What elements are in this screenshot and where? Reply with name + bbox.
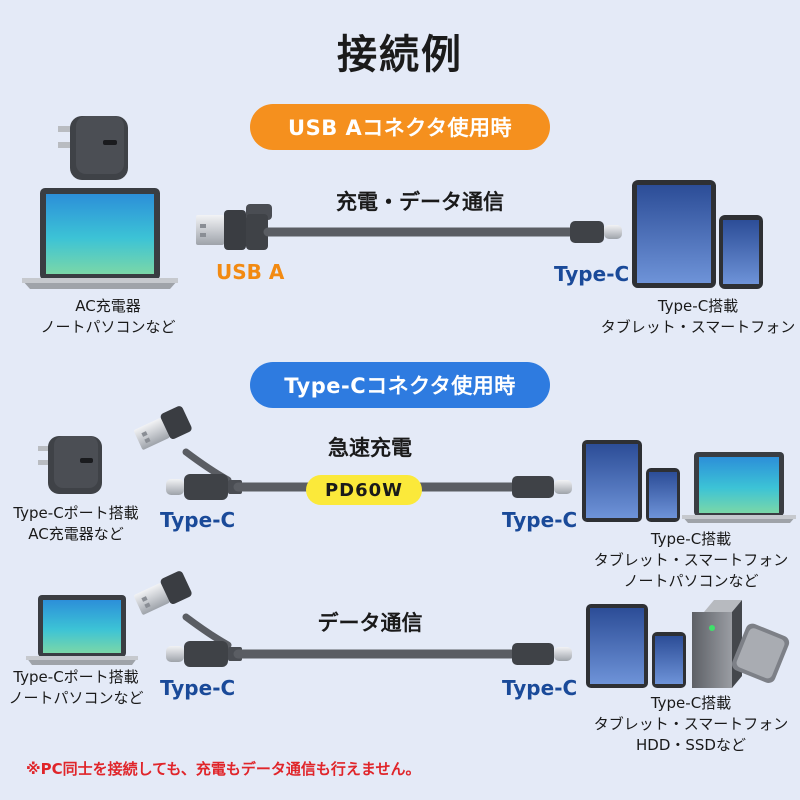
type-c-section-pill: Type-Cコネクタ使用時 (250, 362, 550, 408)
caption-line: Type-C搭載 (650, 530, 732, 548)
caption-line: ノートパソコンなど (40, 318, 176, 336)
caption-line: Type-C搭載 (657, 297, 739, 315)
caption-line: タブレット・スマートフォン (593, 715, 789, 733)
pd60w-badge: PD60W (306, 475, 422, 505)
caption-line: ノートパソコンなど (623, 572, 759, 590)
caption-line: Type-Cポート搭載 (13, 504, 139, 522)
laptop-icon (26, 595, 138, 665)
caption-line: ノートパソコンなど (8, 689, 144, 707)
tablet-icon (632, 180, 716, 288)
type-c-connector-label: Type-C (502, 676, 578, 700)
ac-charger-icon (58, 116, 128, 180)
type-c-plug-icon (512, 643, 572, 665)
type-c-connector-label: Type-C (160, 676, 236, 700)
ssd-icon (731, 623, 790, 683)
caption-line: Type-Cポート搭載 (13, 668, 139, 686)
caption-line: HDD・SSDなど (636, 736, 746, 754)
usb-a-connector-label: USB A (216, 260, 285, 284)
charger-caption: Type-Cポート搭載 AC充電器など (0, 503, 152, 545)
smartphone-icon (719, 215, 763, 289)
caption-line: AC充電器など (28, 525, 124, 543)
caption-line: タブレット・スマートフォン (593, 551, 789, 569)
laptop-icon (22, 188, 178, 289)
smartphone-icon (652, 632, 686, 688)
cable-title-fast-charge: 急速充電 (328, 436, 412, 460)
usb-a-plug-icon (196, 204, 272, 250)
ac-charger-icon (38, 436, 102, 494)
type-c-connector-label: Type-C (554, 262, 630, 286)
caption-line: AC充電器 (75, 297, 141, 315)
laptop-caption: Type-Cポート搭載 ノートパソコンなど (0, 667, 152, 709)
cable-title-data: データ通信 (317, 611, 423, 635)
caption-line: タブレット・スマートフォン (600, 318, 796, 336)
devices-caption: Type-C搭載 タブレット・スマートフォン HDD・SSDなど (584, 693, 798, 756)
hdd-icon (692, 600, 742, 688)
warning-note: ※PC同士を接続しても、充電もデータ通信も行えません。 (26, 760, 421, 778)
tablet-icon (586, 604, 648, 688)
type-c-connector-label: Type-C (160, 508, 236, 532)
tablet-icon (582, 440, 642, 522)
page-title: 接続例 (337, 32, 463, 78)
devices-caption: Type-C搭載 タブレット・スマートフォン ノートパソコンなど (584, 529, 798, 592)
type-c-plug-icon (570, 221, 622, 243)
caption-line: Type-C搭載 (650, 694, 732, 712)
tablet-caption: Type-C搭載 タブレット・スマートフォン (596, 296, 800, 338)
usb-a-section-pill: USB Aコネクタ使用時 (250, 104, 550, 150)
laptop-caption: AC充電器 ノートパソコンなど (18, 296, 198, 338)
laptop-icon (682, 452, 796, 523)
type-c-plug-icon (512, 476, 572, 498)
type-c-plug-icon (166, 474, 242, 500)
cable-title-charge-data: 充電・データ通信 (336, 190, 504, 214)
usb-a-adapter-icon (134, 406, 232, 484)
type-c-connector-label: Type-C (502, 508, 578, 532)
smartphone-icon (646, 468, 680, 522)
usb-a-adapter-icon (134, 571, 232, 649)
